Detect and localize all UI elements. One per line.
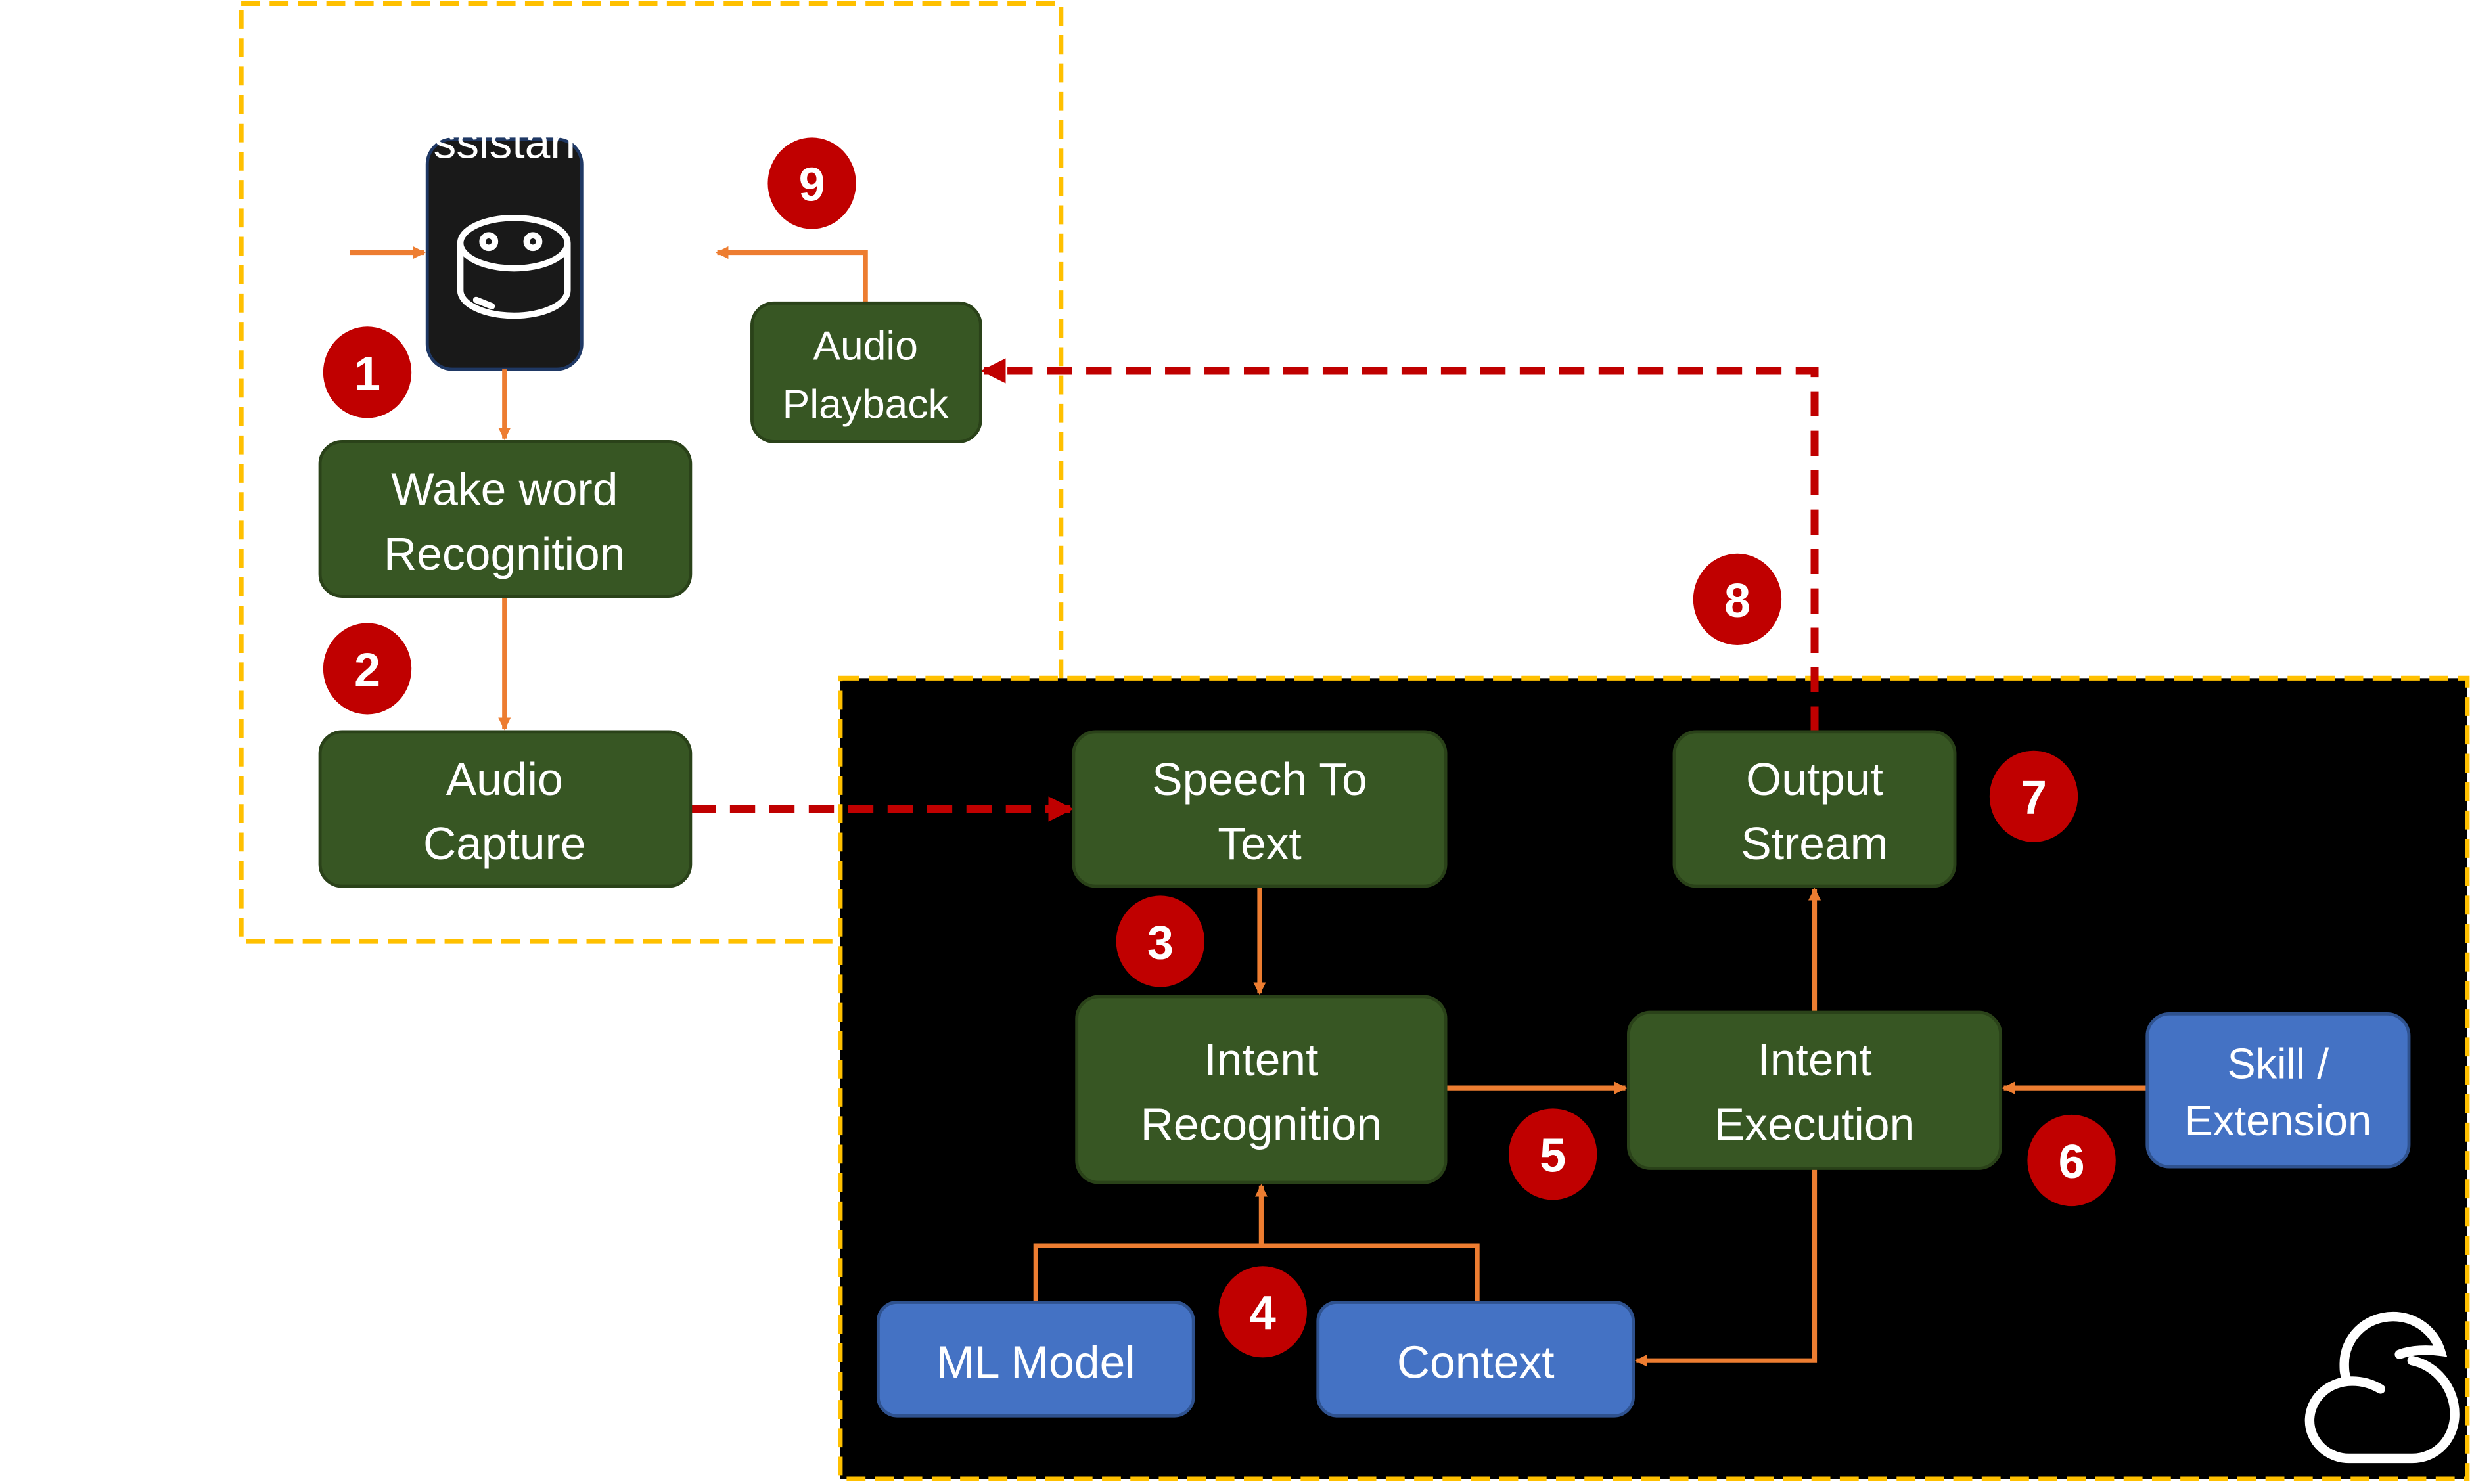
- box-label: Output: [1746, 753, 1883, 805]
- step-badge-2: 2: [323, 623, 412, 715]
- box-label: Skill /: [2228, 1040, 2329, 1088]
- device-label: ssistan: [434, 117, 576, 168]
- box-label: Intent: [1757, 1034, 1871, 1085]
- box-label: ML Model: [936, 1337, 1135, 1388]
- box-label: Capture: [423, 818, 585, 869]
- svg-text:4: 4: [1250, 1287, 1276, 1339]
- svg-text:1: 1: [354, 348, 380, 400]
- audio-capture-box: Audio Capture: [318, 730, 693, 888]
- box-label: Intent: [1204, 1034, 1318, 1085]
- step-badge-3: 3: [1116, 895, 1205, 987]
- box-label: Wake word: [391, 463, 618, 514]
- svg-text:6: 6: [2059, 1136, 2085, 1188]
- svg-text:7: 7: [2021, 772, 2047, 824]
- step-badge-5: 5: [1509, 1108, 1597, 1200]
- device-boundary: [239, 1, 1064, 944]
- cloud-icon: [2304, 1311, 2460, 1464]
- smart-speaker-icon: [457, 214, 571, 319]
- svg-text:2: 2: [354, 644, 380, 696]
- audio-playback-box: Audio Playback: [750, 301, 982, 443]
- box-label: Text: [1218, 818, 1302, 869]
- flow-arrows: [350, 246, 2147, 1367]
- svg-text:9: 9: [799, 158, 825, 211]
- box-label: Audio: [446, 753, 563, 805]
- skill-extension-box: Skill / Extension: [2145, 1012, 2411, 1169]
- step-badge-4: 4: [1218, 1266, 1307, 1358]
- step-badge-1: 1: [323, 326, 412, 418]
- step-badge-7: 7: [1989, 750, 2078, 842]
- step-badge-8: 8: [1693, 553, 1782, 645]
- intent-execution-box: Intent Execution: [1627, 1010, 2003, 1170]
- speech-to-text-box: Speech To Text: [1072, 730, 1448, 888]
- wake-word-recognition-box: Wake word Recognition: [318, 440, 693, 598]
- svg-text:3: 3: [1147, 916, 1174, 969]
- box-label: Playback: [783, 382, 950, 427]
- intent-recognition-box: Intent Recognition: [1075, 995, 1448, 1184]
- box-label: Recognition: [1141, 1098, 1382, 1150]
- box-label: Recognition: [384, 528, 625, 579]
- box-label: Context: [1397, 1337, 1555, 1388]
- step-badge-6: 6: [2027, 1114, 2116, 1207]
- step-badge-9: 9: [767, 137, 856, 229]
- box-label: Speech To: [1152, 753, 1367, 805]
- ml-model-box: ML Model: [876, 1301, 1195, 1418]
- box-label: Stream: [1741, 818, 1888, 869]
- box-label: Execution: [1714, 1098, 1915, 1150]
- box-label: Extension: [2185, 1096, 2371, 1144]
- box-label: Audio: [813, 324, 918, 369]
- context-box: Context: [1316, 1301, 1636, 1418]
- svg-text:5: 5: [1540, 1129, 1566, 1182]
- network-arrows: [690, 358, 1819, 822]
- output-stream-box: Output Stream: [1672, 730, 1957, 888]
- smart-speaker-device: ssistan: [425, 117, 584, 371]
- svg-text:8: 8: [1724, 575, 1751, 627]
